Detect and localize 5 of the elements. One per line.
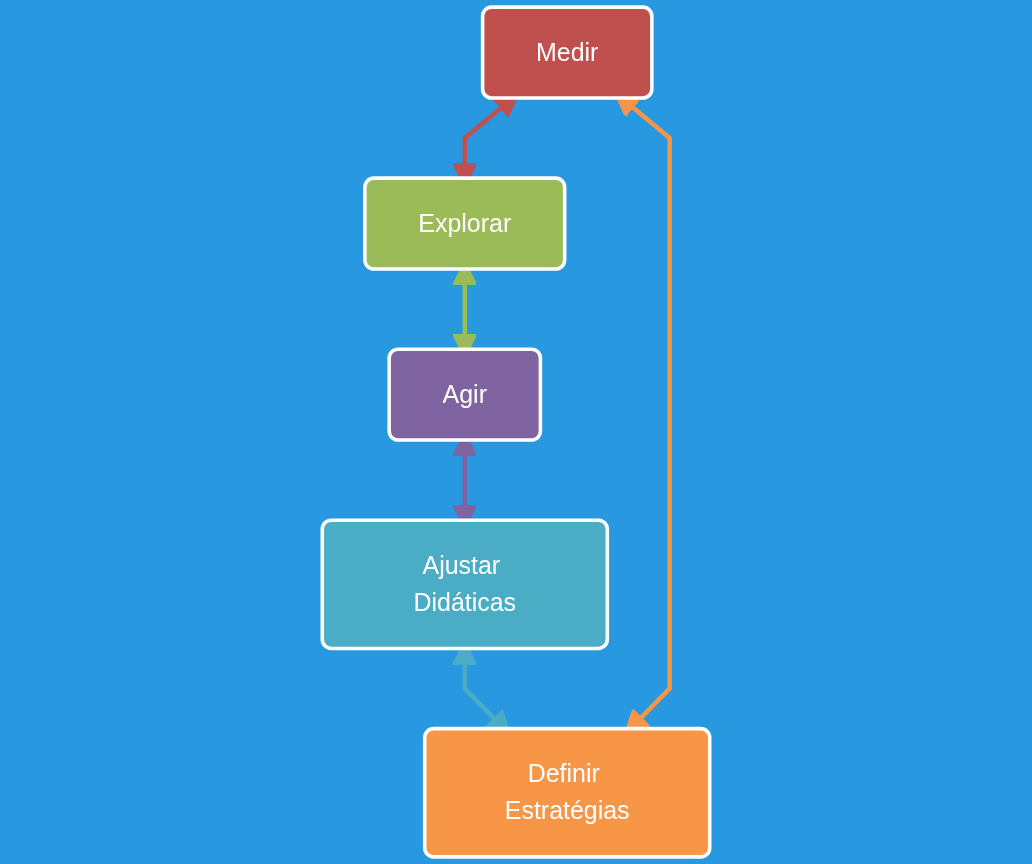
node-box: Medir bbox=[480, 5, 654, 100]
node-box: Agir bbox=[387, 347, 543, 442]
node-box: Definir Estratégias bbox=[422, 726, 712, 859]
node-box: Explorar bbox=[363, 176, 567, 271]
node-box: Ajustar Didáticas bbox=[320, 518, 610, 651]
